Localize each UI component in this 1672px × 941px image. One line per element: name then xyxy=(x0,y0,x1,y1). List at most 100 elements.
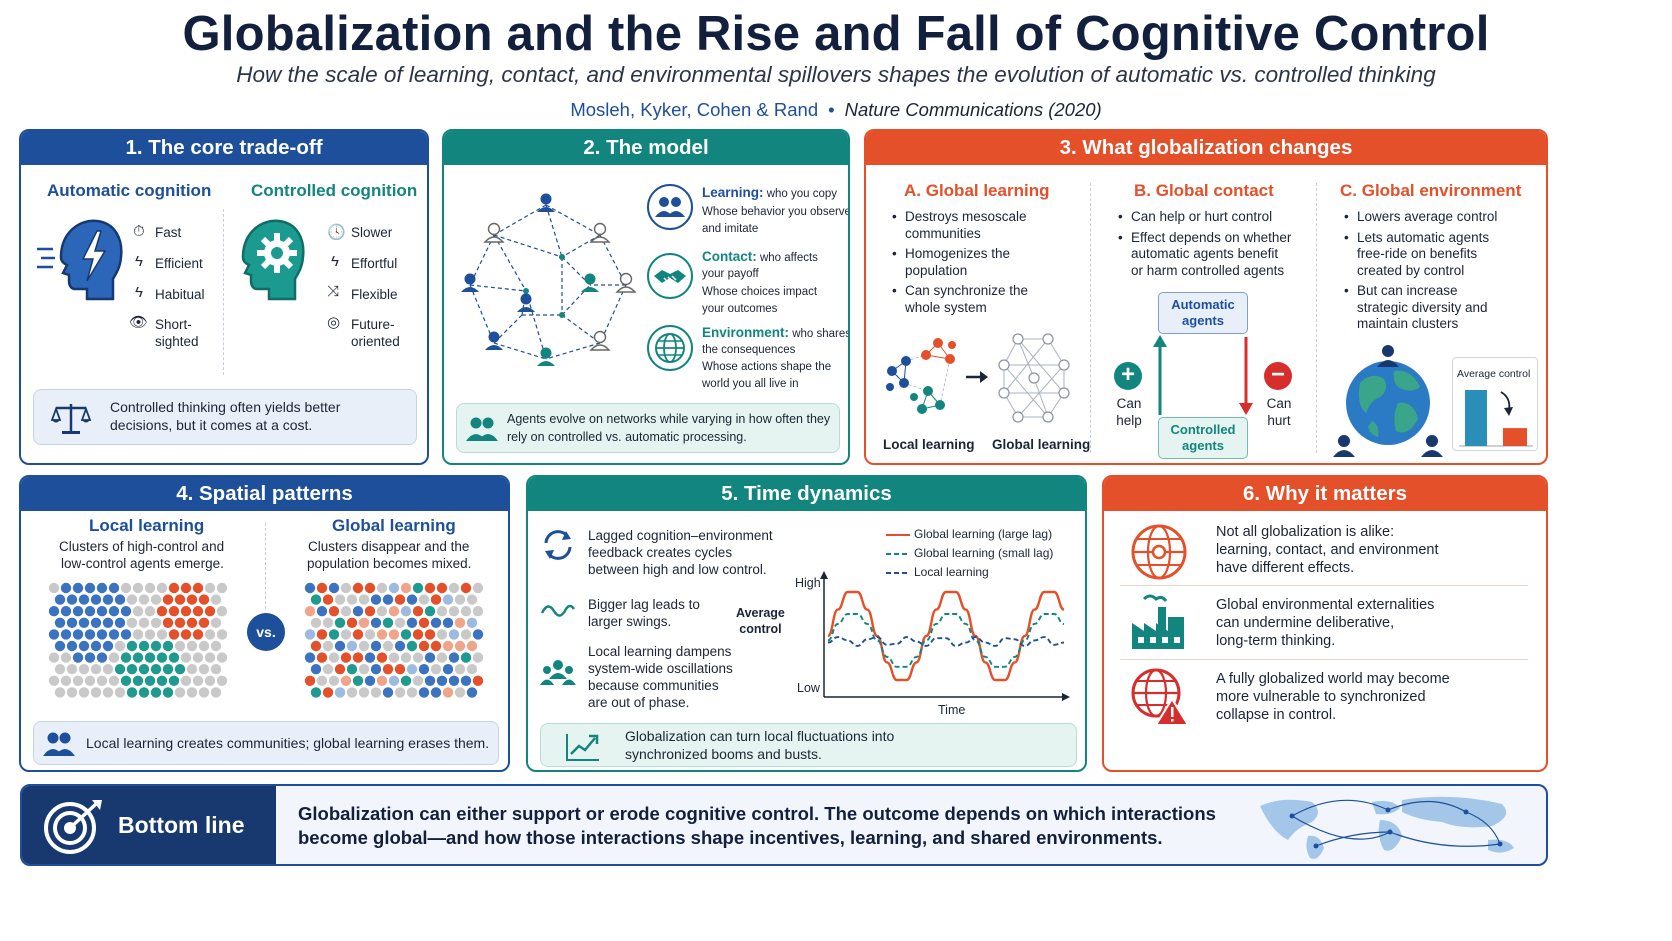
authors: Mosleh, Kyker, Cohen & Rand xyxy=(570,99,819,120)
point-text: Local learning dampens xyxy=(588,644,732,659)
series-line-global-learning-small-lag xyxy=(827,613,1065,668)
panel-title: 1. The core trade-off xyxy=(21,131,427,165)
trait-short: Short- xyxy=(155,317,192,332)
point-text: system-wide oscillations xyxy=(588,661,733,676)
people-icon xyxy=(647,184,693,230)
trait-flexible: Flexible xyxy=(351,287,398,302)
global-desc: population becomes mixed. xyxy=(307,556,472,571)
point-text: feedback creates cycles xyxy=(588,545,733,560)
callout-line: Globalization can turn local fluctuation… xyxy=(625,728,895,744)
target-icon: ◎ xyxy=(327,314,341,331)
bottom-line-label-block: Bottom line xyxy=(22,786,276,864)
globe-network-icon xyxy=(1131,524,1187,580)
trend-chart-icon xyxy=(566,734,599,761)
network-diagram xyxy=(461,193,637,366)
point-text: Bigger lag leads to xyxy=(588,597,700,612)
matters-text: more vulnerable to synchronized xyxy=(1216,689,1426,705)
point-text: because communities xyxy=(588,678,719,693)
matters-text: Not all globalization is alike: xyxy=(1216,524,1395,540)
bottom-line-text: become global—and how those interactions… xyxy=(298,827,1163,848)
shuffle-icon: ⤨ xyxy=(327,283,340,300)
balance-scale-icon xyxy=(50,404,92,434)
bottom-line-text: Globalization can either support or erod… xyxy=(298,803,1216,824)
citation: Mosleh, Kyker, Cohen & Rand • Nature Commu… xyxy=(0,99,1672,121)
globe-icon xyxy=(647,325,693,371)
global-contact-bullets: Can help or hurt control Effect depends … xyxy=(1118,209,1314,283)
lightning-icon: ϟ xyxy=(135,284,143,301)
learning-desc: and imitate xyxy=(702,223,759,235)
matters-text: have different effects. xyxy=(1216,560,1355,576)
bottom-line-banner: Bottom line Globalization can either sup… xyxy=(20,784,1548,866)
callout-line: synchronized booms and busts. xyxy=(625,746,822,762)
environment-desc: Whose actions shape the xyxy=(702,361,832,373)
separator: • xyxy=(828,99,835,120)
environment-desc: world you all live in xyxy=(702,378,799,390)
globe-warning-icon xyxy=(1131,668,1190,726)
matters-text: A fully globalized world may become xyxy=(1216,671,1450,687)
global-environment-heading: C. Global environment xyxy=(1340,181,1522,200)
mini-bar-after xyxy=(1503,428,1527,446)
point-text: Lagged cognition–environment xyxy=(588,528,773,543)
chart-ylabel: control xyxy=(739,622,782,636)
local-desc: low-control agents emerge. xyxy=(61,556,224,571)
callout-line: Controlled thinking often yields better xyxy=(110,399,341,415)
point-text: are out of phase. xyxy=(588,695,690,710)
time-callout: Globalization can turn local fluctuation… xyxy=(540,723,1077,767)
trait-effortful: Effortful xyxy=(351,256,398,271)
group-icon xyxy=(43,732,75,756)
journal: Nature Communications (2020) xyxy=(844,99,1102,120)
bullet: Lowers average control xyxy=(1344,209,1540,226)
panel-time-dynamics: 5. Time dynamics Lagged cognition–enviro… xyxy=(526,475,1087,772)
contact-desc: your payoff xyxy=(702,268,759,280)
legend-label: Local learning xyxy=(914,565,989,579)
trait-slower: Slower xyxy=(351,225,393,240)
trait-future: Future- xyxy=(351,317,395,332)
trait-fast: Fast xyxy=(155,225,182,240)
minus-icon: − xyxy=(1264,362,1292,390)
local-vs-global-network xyxy=(886,333,1070,423)
head-gear-icon xyxy=(241,219,305,301)
panel-title: 3. What globalization changes xyxy=(866,131,1546,165)
contact-lead: who affects xyxy=(756,252,818,264)
clock-icon: 🕓 xyxy=(327,224,346,241)
local-learning-grid xyxy=(48,582,228,698)
learning-desc: Whose behavior you observe xyxy=(702,206,850,218)
trait-oriented: oriented xyxy=(351,334,400,349)
matters-text: collapse in control. xyxy=(1216,707,1337,723)
matters-text: long-term thinking. xyxy=(1216,633,1336,649)
wave-icon xyxy=(540,604,576,617)
earth-people-icon xyxy=(1333,345,1443,457)
average-control-mini-chart: Average control xyxy=(1452,357,1538,451)
page-title: Globalization and the Rise and Fall of C… xyxy=(182,7,1490,61)
local-learning-label: Local learning xyxy=(883,437,975,452)
panel-spatial-patterns: 4. Spatial patterns Local learning Clust… xyxy=(19,475,510,772)
global-contact-heading: B. Global contact xyxy=(1134,181,1274,200)
panel-globalization-changes: 3. What globalization changes A. Global … xyxy=(864,129,1548,465)
environment-desc: the consequences xyxy=(702,344,796,356)
automatic-heading: Automatic cognition xyxy=(47,181,212,200)
panel-title: 6. Why it matters xyxy=(1104,477,1546,511)
callout-text: Local learning creates communities; glob… xyxy=(86,735,490,751)
trait-habitual: Habitual xyxy=(155,287,205,302)
plus-icon: + xyxy=(1114,362,1142,390)
controlled-heading: Controlled cognition xyxy=(251,181,418,200)
global-learning-heading: Global learning xyxy=(332,516,456,535)
point-text: larger swings. xyxy=(588,614,672,629)
group-icon xyxy=(540,660,576,685)
matters-text: Global environmental externalities xyxy=(1216,597,1435,613)
lightning-icon: ϟ xyxy=(135,253,143,270)
series-line-local-learning xyxy=(827,636,1065,647)
handshake-icon xyxy=(647,253,693,299)
point-text: between high and low control. xyxy=(588,562,767,577)
panel-title: 2. The model xyxy=(444,131,848,165)
contact-desc: your outcomes xyxy=(702,303,778,315)
clock-icon: ⏱ xyxy=(133,223,145,240)
environment-lead: who shares xyxy=(789,328,850,340)
